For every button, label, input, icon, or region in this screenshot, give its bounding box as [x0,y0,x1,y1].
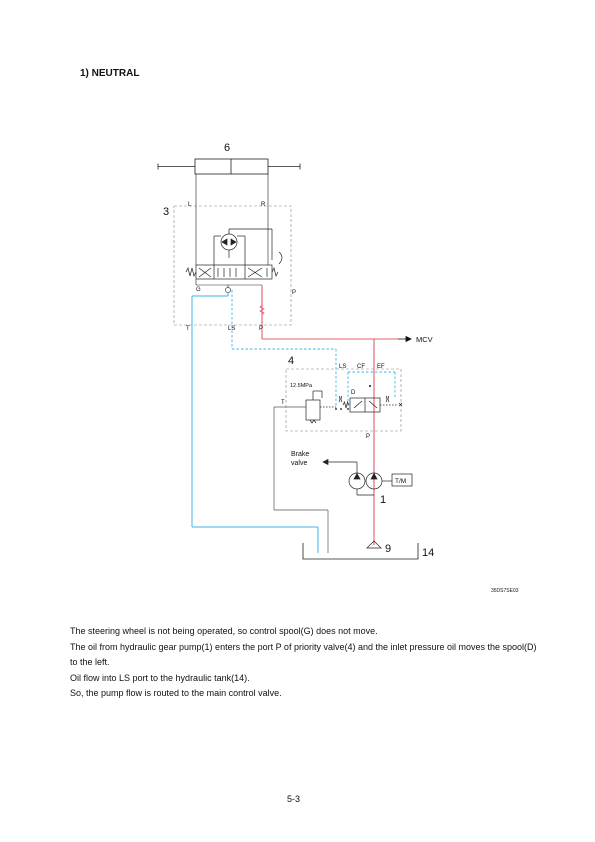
label-port-LS-valve: LS [339,364,346,370]
label-TM: T/M [395,478,406,485]
label-spool-G: G [196,287,201,293]
label-MCV: MCV [416,335,433,344]
control-spool-valve [185,264,279,280]
transmission-box [391,473,413,487]
priority-spool [338,395,403,413]
steering-cylinder [157,158,301,175]
label-tank-14: 14 [422,547,434,559]
hydraulic-gear-pump [322,458,392,496]
pressure-line [261,285,398,545]
paragraph: The oil from hydraulic gear pump(1) ente… [70,641,537,668]
ls-line [231,290,396,409]
label-port-CF: CF [357,364,365,370]
check-valve-spring [259,304,265,316]
paragraph: So, the pump flow is routed to the main … [70,688,282,698]
steering-unit-box [173,205,292,326]
relief-valve [305,390,336,424]
label-spool-D: D [351,390,356,396]
label-pressure-setting: 12.5MPa [290,383,313,389]
paragraph: Oil flow into LS port to the hydraulic t… [70,672,250,683]
label-port-R: R [261,202,266,208]
mcv-arrow [398,335,412,343]
hydraulic-tank [302,543,419,560]
drain-line [273,406,329,553]
label-port-T-unit: T [186,326,190,332]
suction-strainer [366,540,382,549]
cylinder-lines [195,174,269,265]
label-cylinder-6: 6 [224,142,230,154]
label-priority-valve-4: 4 [288,355,294,367]
paragraph: The steering wheel is not being operated… [70,626,378,636]
label-port-LS-unit: LS [228,326,235,332]
priority-valve-box [285,368,402,432]
label-steering-unit-3: 3 [163,206,169,218]
label-brake-line2: valve [291,460,307,467]
spool-inlet-lines [195,279,262,293]
label-port-P-unit: P [292,290,296,296]
figure-code: 35DS7SE03 [491,588,519,594]
description-text: The steering wheel is not being operated… [70,624,540,702]
label-strainer-9: 9 [385,543,391,555]
label-brake-line1: Brake [291,451,309,458]
label-port-P-valve: P [366,434,370,440]
label-port-T-valve: T [281,400,285,406]
label-port-L: L [188,202,192,208]
return-line [191,292,319,553]
label-port-EF: EF [377,364,385,370]
metering-motor [213,228,283,265]
label-pump-1: 1 [380,494,386,506]
page-number: 5-3 [287,794,301,804]
hydraulic-circuit-diagram: 6 3 L R [157,142,434,560]
section-heading: 1) NEUTRAL [80,68,140,79]
spool-dots [335,385,371,410]
label-port-P-unit-bottom: P [259,326,263,332]
